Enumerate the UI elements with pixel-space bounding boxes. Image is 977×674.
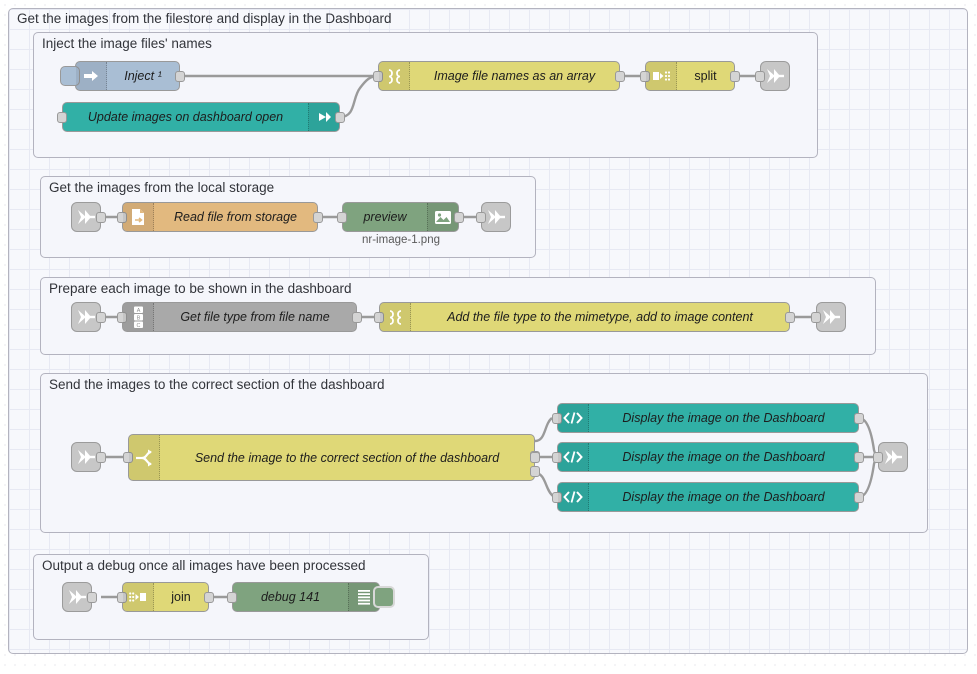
file-in-icon [123, 203, 154, 231]
split-icon [646, 62, 677, 90]
port-out[interactable] [335, 111, 345, 123]
svg-text:B: B [136, 315, 140, 321]
node-inject[interactable]: Inject ¹ [60, 61, 185, 91]
port-out[interactable] [175, 70, 185, 82]
function-icon [379, 62, 410, 90]
node-join[interactable]: join [117, 582, 214, 612]
port-out[interactable] [730, 70, 740, 82]
node-switch-section[interactable]: Send the image to the correct section of… [123, 434, 540, 481]
node-link-out-1[interactable] [755, 61, 790, 91]
node-read-file[interactable]: Read file from storage [117, 202, 323, 232]
node-link-out-4[interactable] [873, 442, 908, 472]
group-inject-label: Inject the image files' names [42, 36, 212, 51]
node-get-file-type[interactable]: A B C Get file type from file name [117, 302, 362, 332]
node-add-mimetype[interactable]: Add the file type to the mimetype, add t… [374, 302, 795, 332]
node-image-file-names[interactable]: Image file names as an array [373, 61, 625, 91]
svg-text:A: A [136, 308, 140, 314]
port-out-2[interactable] [530, 452, 540, 463]
port-in[interactable] [57, 111, 67, 123]
port-in[interactable] [755, 70, 765, 82]
template-code-icon [558, 443, 589, 471]
port-out-3[interactable] [530, 466, 540, 477]
node-split-label: split [694, 69, 717, 83]
port-out[interactable] [785, 311, 795, 323]
group-send-label: Send the images to the correct section o… [49, 377, 385, 392]
port-in[interactable] [227, 591, 237, 603]
template-code-icon [558, 404, 589, 432]
port-in[interactable] [117, 311, 127, 323]
inject-arrow-icon [76, 62, 107, 90]
node-link-in-5[interactable] [62, 582, 97, 612]
node-display-3-label: Display the image on the Dashboard [622, 490, 825, 504]
node-image-file-names-label: Image file names as an array [433, 69, 596, 83]
switch-icon [129, 435, 160, 480]
node-inject-label: Inject ¹ [124, 69, 162, 83]
node-switch-section-label: Send the image to the correct section of… [194, 450, 500, 465]
node-link-in-2[interactable] [71, 202, 106, 232]
port-in[interactable] [552, 491, 562, 503]
node-display-3[interactable]: Display the image on the Dashboard [552, 482, 864, 512]
node-preview[interactable]: preview [337, 202, 464, 232]
group-storage-label: Get the images from the local storage [49, 180, 275, 195]
port-out[interactable] [352, 311, 362, 323]
function-icon [380, 303, 411, 331]
port-out[interactable] [615, 70, 625, 82]
port-out[interactable] [854, 491, 864, 503]
port-out[interactable] [96, 211, 106, 223]
node-link-in-4[interactable] [71, 442, 106, 472]
port-in[interactable] [873, 451, 883, 463]
port-in[interactable] [117, 591, 127, 603]
node-dashboard-open[interactable]: Update images on dashboard open [57, 102, 345, 132]
port-in[interactable] [373, 70, 383, 82]
svg-text:C: C [136, 323, 140, 328]
port-out[interactable] [204, 591, 214, 603]
port-in[interactable] [640, 70, 650, 82]
event-arrow-icon [308, 103, 339, 131]
node-display-1[interactable]: Display the image on the Dashboard [552, 403, 864, 433]
node-debug-141-label: debug 141 [260, 590, 321, 604]
port-in[interactable] [476, 211, 486, 223]
image-icon [427, 203, 458, 231]
node-read-file-label: Read file from storage [174, 210, 297, 224]
port-in[interactable] [117, 211, 127, 223]
port-in[interactable] [123, 452, 133, 463]
node-preview-label: preview [363, 210, 407, 224]
port-in[interactable] [811, 311, 821, 323]
node-display-1-label: Display the image on the Dashboard [622, 411, 825, 425]
port-out[interactable] [854, 412, 864, 424]
node-display-2[interactable]: Display the image on the Dashboard [552, 442, 864, 472]
port-out[interactable] [454, 211, 464, 223]
node-join-label: join [171, 590, 191, 604]
group-outer-label: Get the images from the filestore and di… [17, 11, 392, 26]
node-split[interactable]: split [640, 61, 740, 91]
port-out[interactable] [96, 311, 106, 323]
node-link-out-3[interactable] [811, 302, 846, 332]
join-icon [123, 583, 154, 611]
group-prepare-label: Prepare each image to be shown in the da… [49, 281, 352, 296]
node-link-out-2[interactable] [476, 202, 511, 232]
node-display-2-label: Display the image on the Dashboard [622, 450, 825, 464]
port-out[interactable] [87, 591, 97, 603]
node-dashboard-open-label: Update images on dashboard open [87, 110, 284, 124]
port-in[interactable] [552, 412, 562, 424]
inject-trigger-button[interactable] [60, 66, 80, 86]
node-get-file-type-label: Get file type from file name [180, 310, 330, 324]
template-code-icon [558, 483, 589, 511]
port-out[interactable] [313, 211, 323, 223]
node-link-in-3[interactable] [71, 302, 106, 332]
abc-switch-icon: A B C [123, 303, 154, 331]
port-in[interactable] [552, 451, 562, 463]
node-preview-sublabel: nr-image-1.png [362, 234, 440, 246]
port-out[interactable] [854, 451, 864, 463]
group-debug-label: Output a debug once all images have been… [42, 558, 366, 573]
port-in[interactable] [374, 311, 384, 323]
port-out[interactable] [96, 451, 106, 463]
node-add-mimetype-label: Add the file type to the mimetype, add t… [447, 310, 753, 324]
port-in[interactable] [337, 211, 347, 223]
debug-toggle-button[interactable] [373, 586, 395, 608]
group-inject[interactable] [33, 32, 818, 158]
node-debug-141[interactable]: debug 141 [227, 582, 395, 612]
